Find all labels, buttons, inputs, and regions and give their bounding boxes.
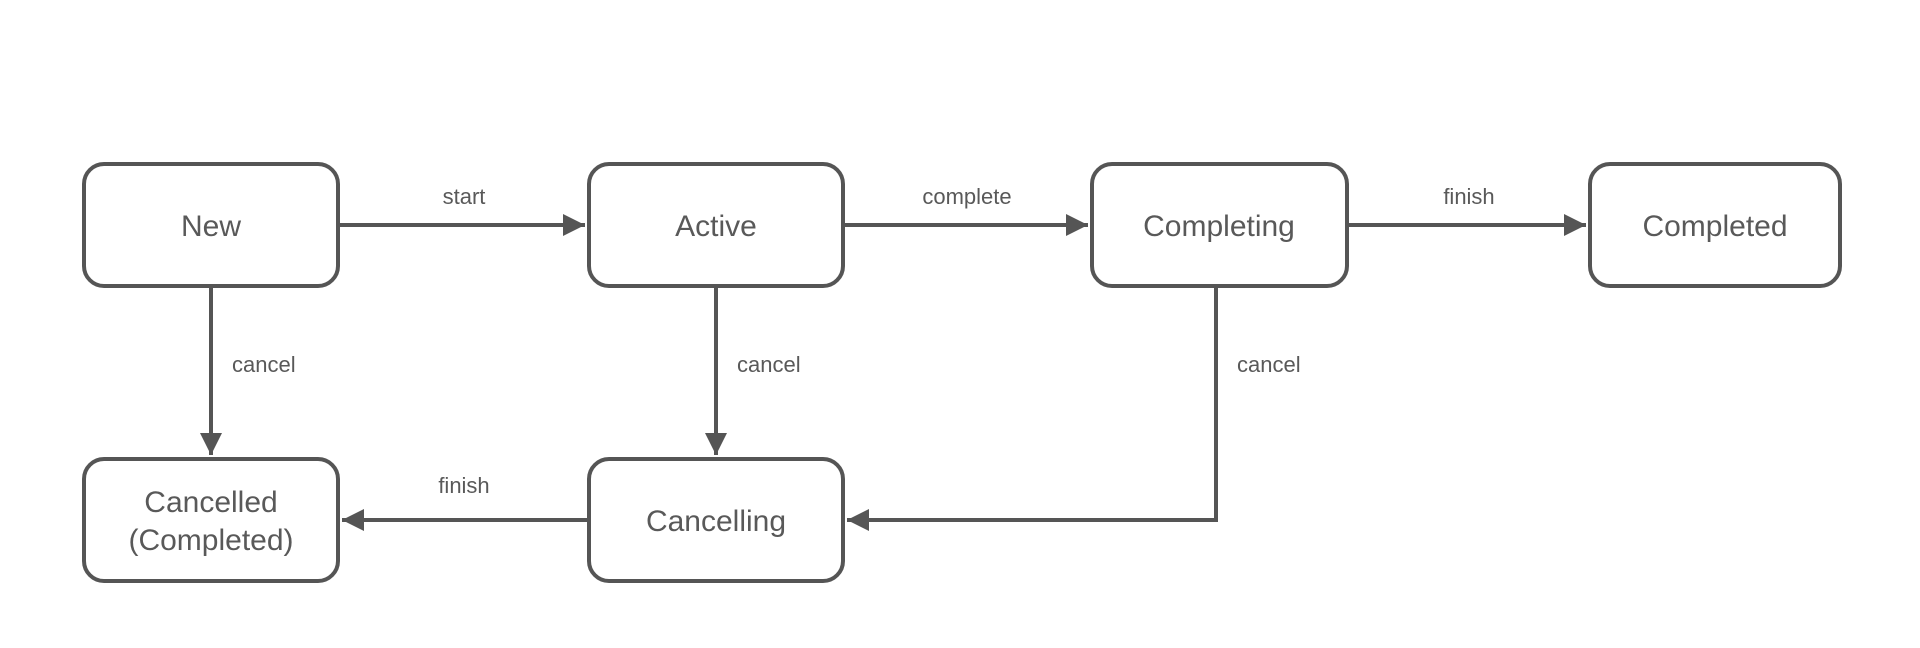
state-box-active [587,162,845,288]
state-node-completed: Completed [1588,162,1842,288]
edge-cancel-from-completing-arrow [847,286,1218,531]
state-label-active: Active [675,210,757,243]
state-label-cancelled-line1: Cancelled [144,486,277,519]
state-node-completing: Completing [1090,162,1349,288]
edge-label-finish-top: finish [1443,184,1494,209]
edge-label-finish-bottom: finish [438,473,489,498]
state-label-cancelled-line2: (Completed) [128,524,293,557]
state-label-completing: Completing [1143,210,1295,243]
edge-cancel-from-completing-transition: cancel [847,286,1301,531]
edge-label-cancel-from-active: cancel [737,352,801,377]
state-node-active: Active [587,162,845,288]
state-box-cancelling [587,457,845,583]
edge-label-complete: complete [922,184,1011,209]
edge-finish-bottom-transition: finish [342,473,589,531]
state-label-new: New [181,210,241,243]
edge-cancel-from-active-transition: cancel [705,286,801,455]
edge-cancel-from-new-transition: cancel [200,286,296,455]
edge-label-cancel-from-completing: cancel [1237,352,1301,377]
state-box-completing [1090,162,1349,288]
edge-label-cancel-from-new: cancel [232,352,296,377]
state-box-completed [1588,162,1842,288]
edge-complete-transition: complete [843,184,1088,236]
state-box-new [82,162,340,288]
state-label-completed: Completed [1642,210,1787,243]
state-node-new: New [82,162,340,288]
state-node-cancelled: Cancelled (Completed) [82,457,340,583]
edge-finish-top-transition: finish [1347,184,1586,236]
state-box-cancelled [82,457,340,583]
edge-label-start: start [443,184,486,209]
state-node-cancelling: Cancelling [587,457,845,583]
edge-start-transition: start [338,184,585,236]
state-label-cancelling: Cancelling [646,505,786,538]
